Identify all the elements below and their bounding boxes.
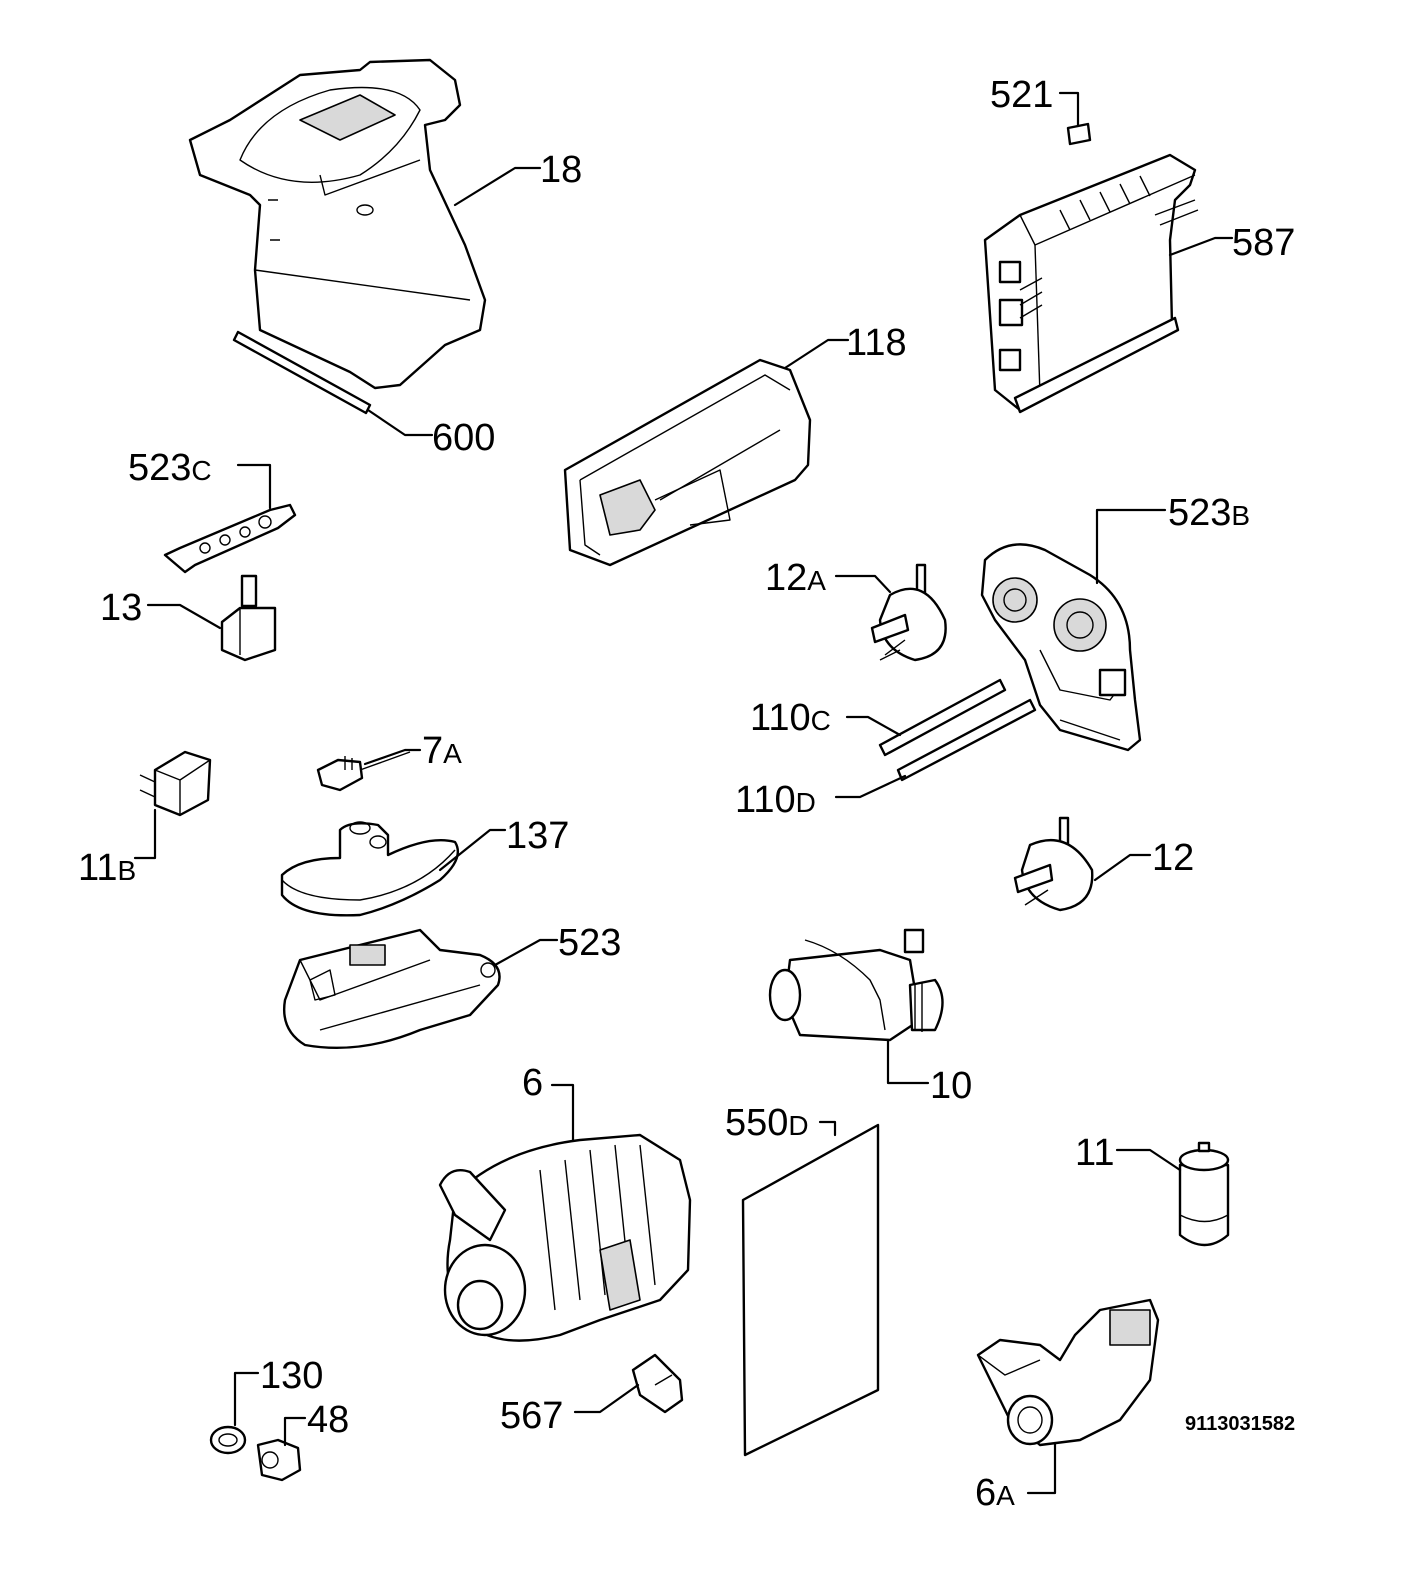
callout-18: 18 (540, 149, 582, 191)
part-18-duct-housing (188, 58, 487, 415)
part-118-display-panel (563, 358, 812, 567)
callout-13: 13 (100, 587, 142, 629)
part-6a-drain-pump (976, 1298, 1160, 1447)
callout-523b: 523B (1168, 492, 1250, 534)
callout-567: 567 (500, 1395, 563, 1437)
leader-lines (133, 91, 1234, 1495)
part-6-pump-motor (438, 1133, 692, 1342)
callout-10: 10 (930, 1065, 972, 1107)
callout-118: 118 (846, 322, 907, 364)
callout-48: 48 (307, 1399, 349, 1441)
callout-6a: 6A (975, 1472, 1015, 1514)
callout-12: 12 (1152, 837, 1194, 879)
part-11-capacitor (1178, 1141, 1230, 1247)
callout-600: 600 (432, 417, 495, 459)
part-7a-float-switch (316, 751, 411, 792)
callout-labels: 18 600 521 587 118 523C 13 523B 12A 110C… (78, 74, 1295, 1514)
callout-11b: 11B (78, 847, 136, 889)
callout-110d: 110D (735, 779, 816, 821)
part-11b-relay (139, 750, 212, 817)
callout-523c: 523C (128, 447, 212, 489)
callout-12a: 12A (765, 557, 826, 599)
callout-110c: 110C (750, 697, 831, 739)
part-137-cover (280, 821, 460, 917)
callout-523: 523 (558, 922, 621, 964)
part-48-plug (256, 1438, 302, 1482)
part-523-float-housing (283, 928, 501, 1050)
part-13-switch (220, 574, 277, 662)
callout-6: 6 (522, 1062, 543, 1104)
part-10-heater (768, 928, 944, 1042)
part-567-clip (631, 1353, 684, 1414)
callout-11: 11 (1075, 1132, 1114, 1174)
part-12a-pressure-switch (870, 563, 947, 662)
callout-587: 587 (1232, 222, 1295, 264)
callout-137: 137 (506, 815, 569, 857)
callout-521: 521 (990, 74, 1053, 116)
part-550d-sheet (741, 1123, 880, 1457)
part-523c-bracket (163, 503, 297, 574)
callout-550d: 550D (725, 1102, 809, 1144)
part-523b-sensor-frame (980, 543, 1142, 752)
callout-130: 130 (260, 1355, 323, 1397)
part-587-control-module (983, 122, 1199, 414)
part-110c-110d-tubes (878, 678, 1037, 782)
part-130-seal-ring (209, 1425, 247, 1455)
document-number: 9113031582 (1185, 1413, 1295, 1435)
callout-7a: 7A (422, 730, 462, 772)
part-12-pressure-switch (1013, 816, 1094, 912)
